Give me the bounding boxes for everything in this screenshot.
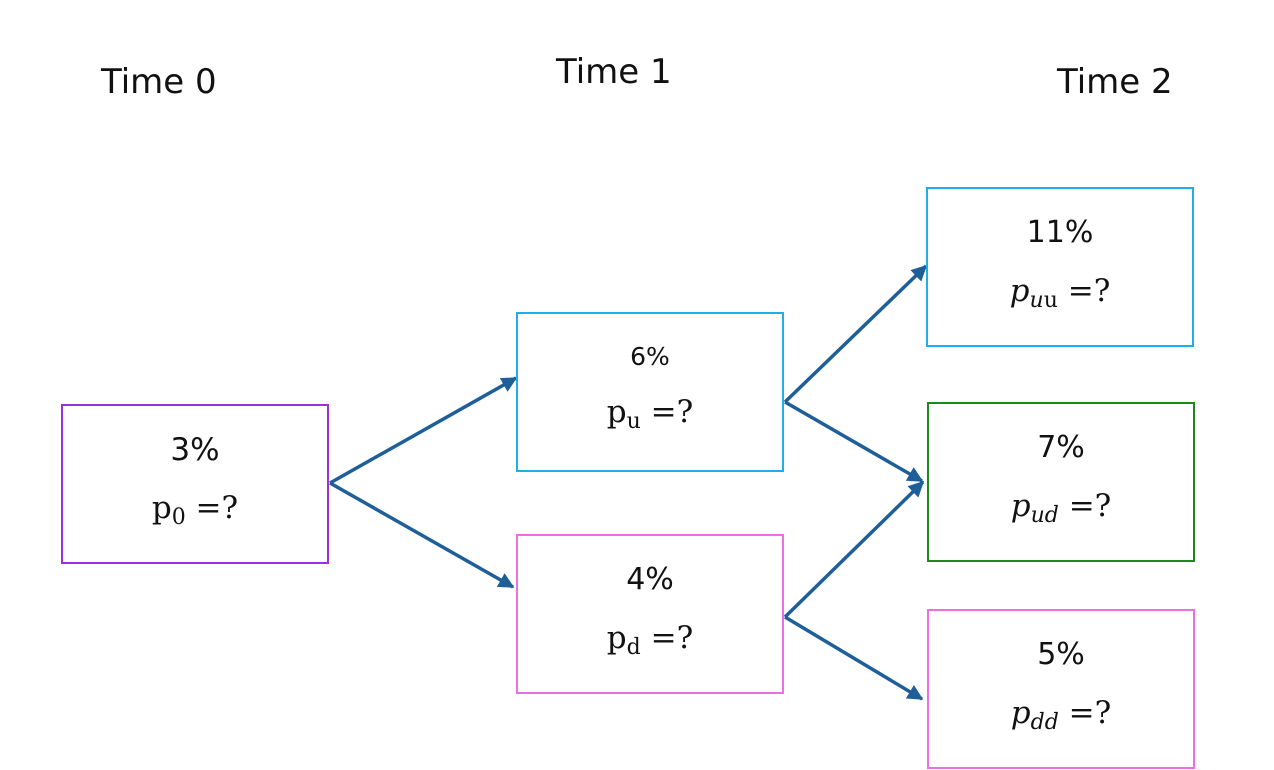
node-up-price: pu =?	[606, 394, 694, 434]
node-up: 6% pu =?	[516, 312, 784, 472]
node-down-down-rate: 5%	[1037, 637, 1085, 672]
node-up-down-rate: 7%	[1037, 430, 1085, 465]
node-down-down-price: pdd =?	[1010, 695, 1112, 735]
arrow-t0-to-u	[329, 376, 518, 485]
arrow-d-to-ud	[783, 480, 925, 619]
arrow-t0-to-d	[329, 481, 515, 589]
time-1-label: Time 1	[556, 52, 672, 92]
node-time0: 3% p0 =?	[61, 404, 329, 564]
node-up-up: 11% puu =?	[926, 187, 1194, 347]
node-up-down-price: pud =?	[1010, 488, 1112, 528]
node-down-rate: 4%	[626, 562, 674, 597]
time-0-label: Time 0	[101, 62, 217, 102]
node-time0-rate: 3%	[170, 432, 220, 468]
node-up-rate: 6%	[630, 342, 670, 371]
arrow-d-to-dd	[784, 615, 924, 701]
node-down-price: pd =?	[606, 620, 694, 660]
node-down-down: 5% pdd =?	[927, 609, 1195, 769]
node-up-up-rate: 11%	[1026, 215, 1094, 250]
node-down: 4% pd =?	[516, 534, 784, 694]
node-up-up-price: puu =?	[1009, 273, 1111, 313]
node-time0-price: p0 =?	[151, 490, 239, 530]
time-2-label: Time 2	[1057, 62, 1173, 102]
node-up-down: 7% pud =?	[927, 402, 1195, 562]
arrow-u-to-uu	[783, 264, 928, 404]
arrow-u-to-ud	[784, 400, 924, 483]
